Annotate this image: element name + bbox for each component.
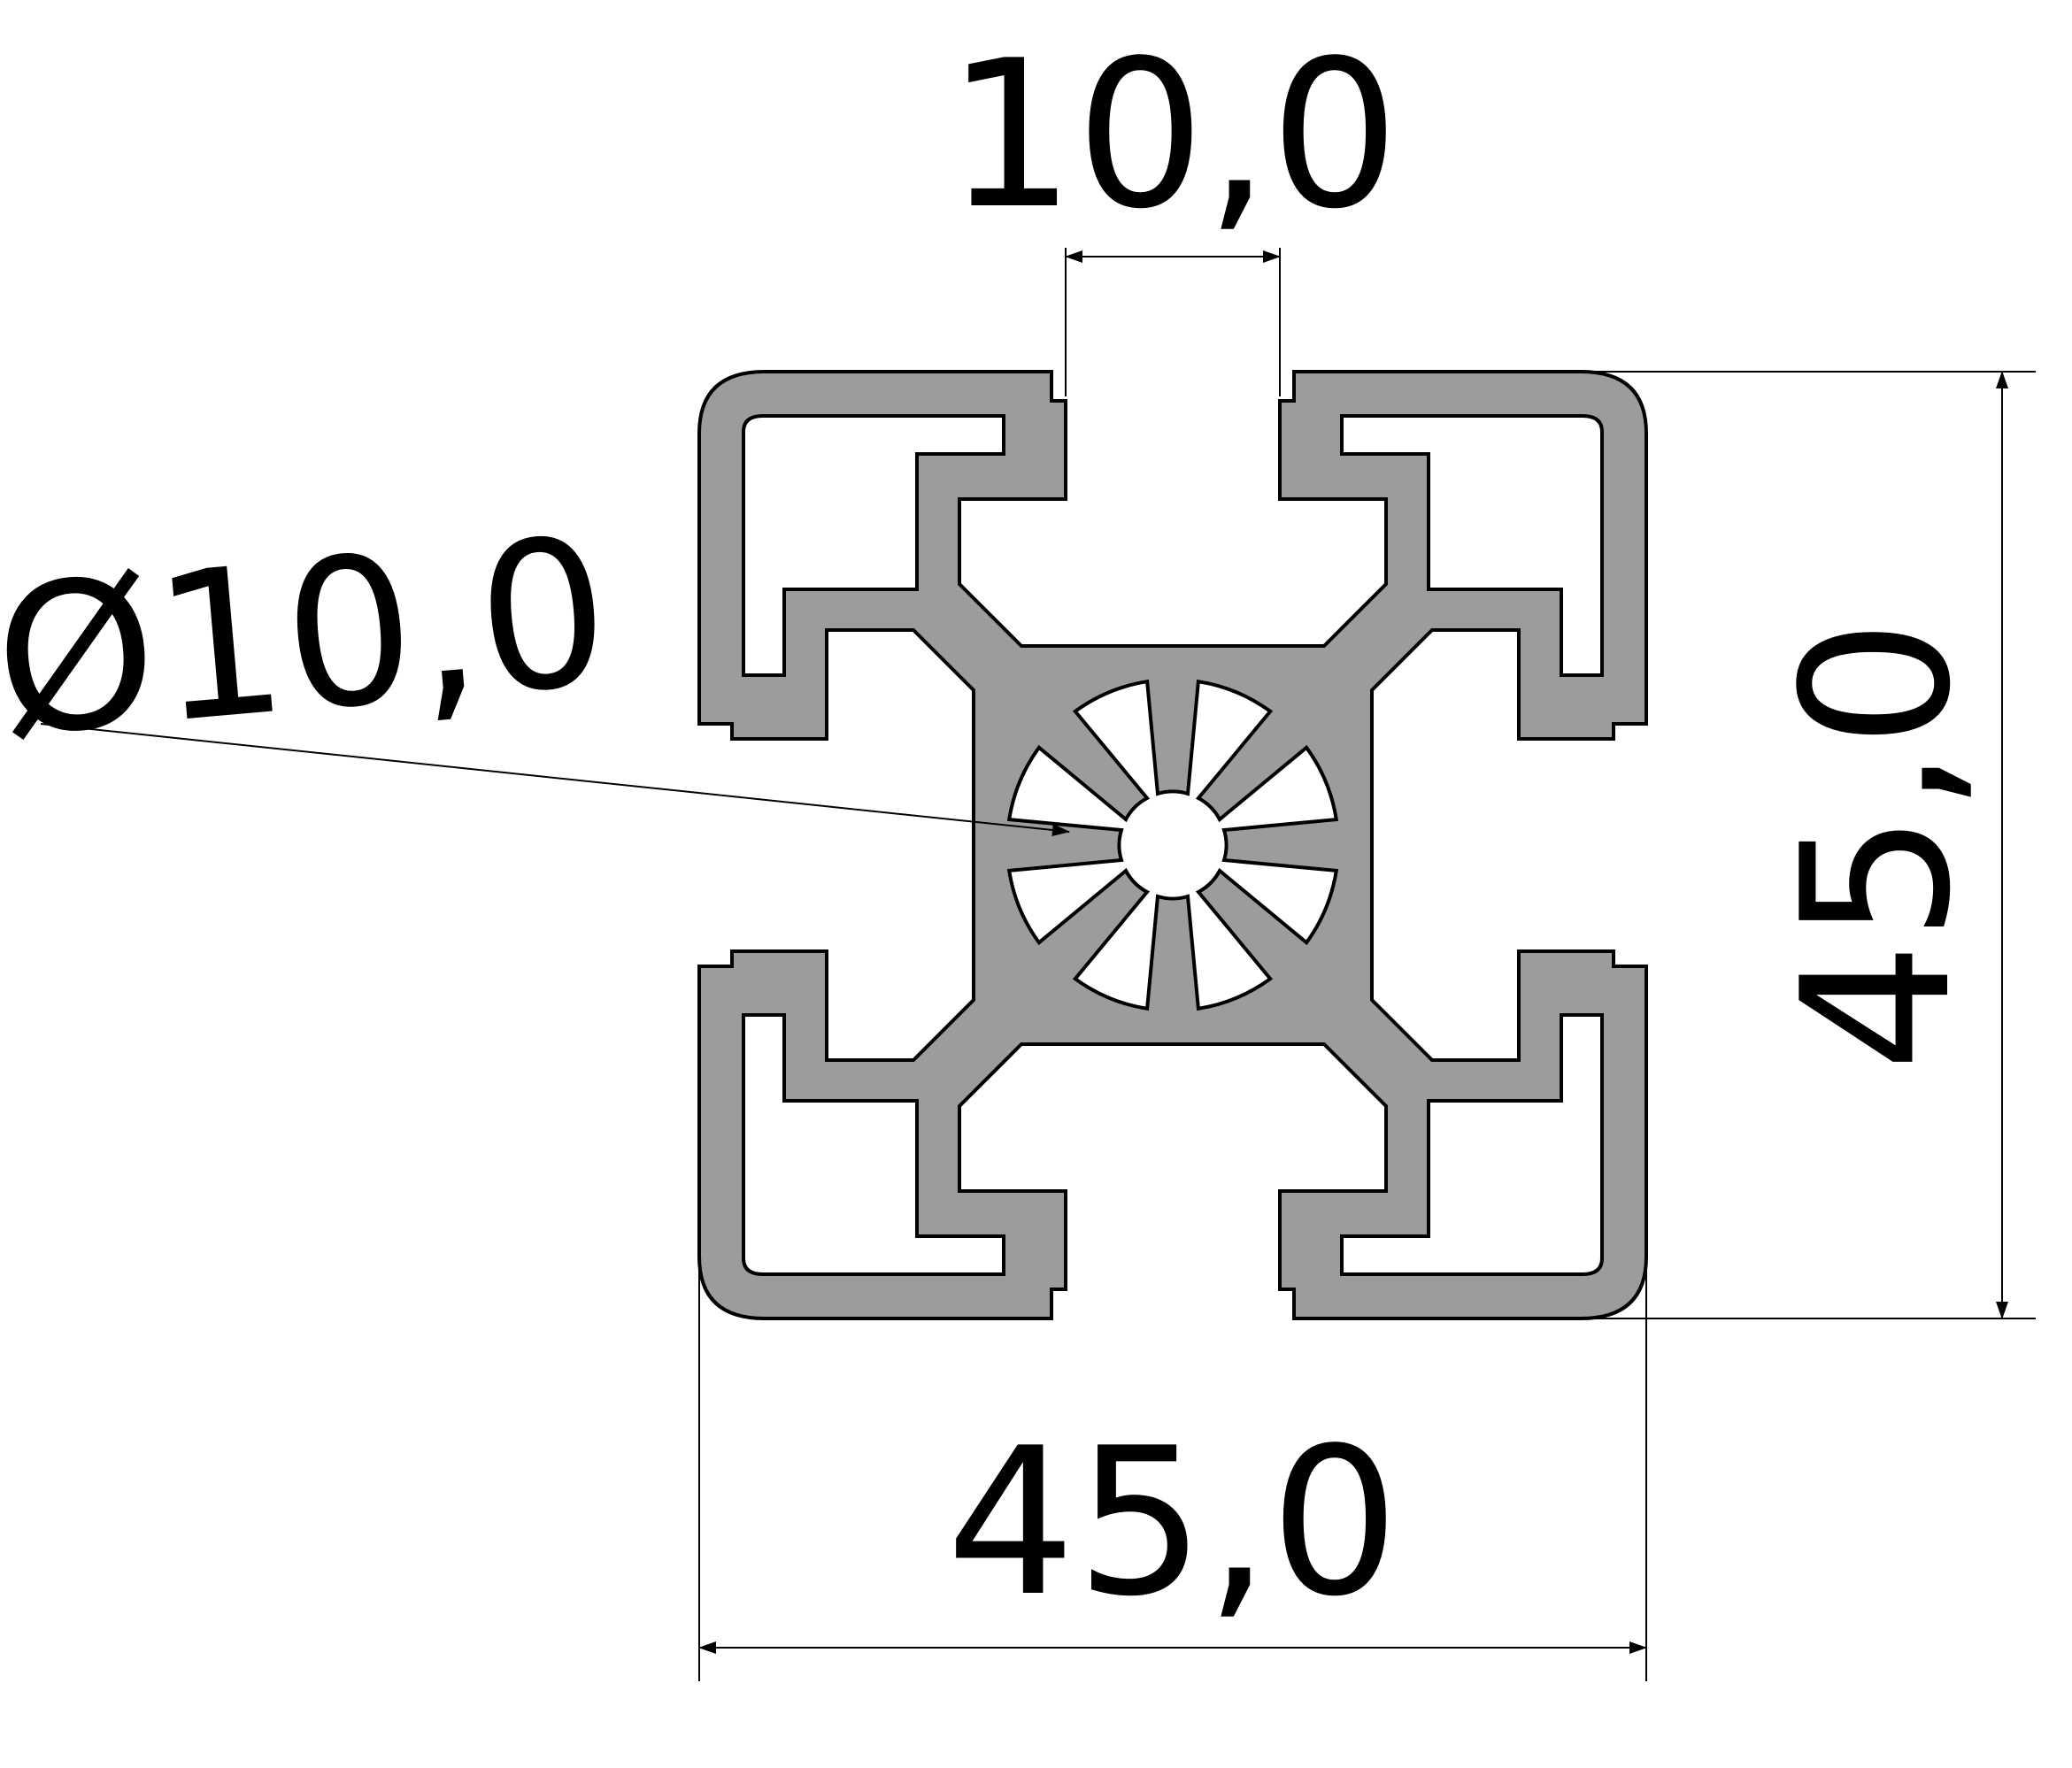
dimension-bore-diameter: Ø10,0: [0, 495, 1070, 836]
dimension-label-slot-width: 10,0: [946, 18, 1399, 254]
dimension-slot-width: 10,0: [946, 18, 1399, 396]
profile-section: [697, 370, 1648, 1320]
dimension-label-width: 45,0: [946, 1405, 1399, 1641]
dimension-label-height: 45,0: [1760, 619, 1996, 1072]
dimension-height: 45,0: [1593, 371, 2036, 1319]
dimension-label-bore-diameter: Ø10,0: [0, 495, 618, 783]
core-outline: [972, 644, 1374, 1046]
dimension-width: 45,0: [698, 1265, 1647, 1681]
center-bore: [1006, 679, 1339, 1011]
